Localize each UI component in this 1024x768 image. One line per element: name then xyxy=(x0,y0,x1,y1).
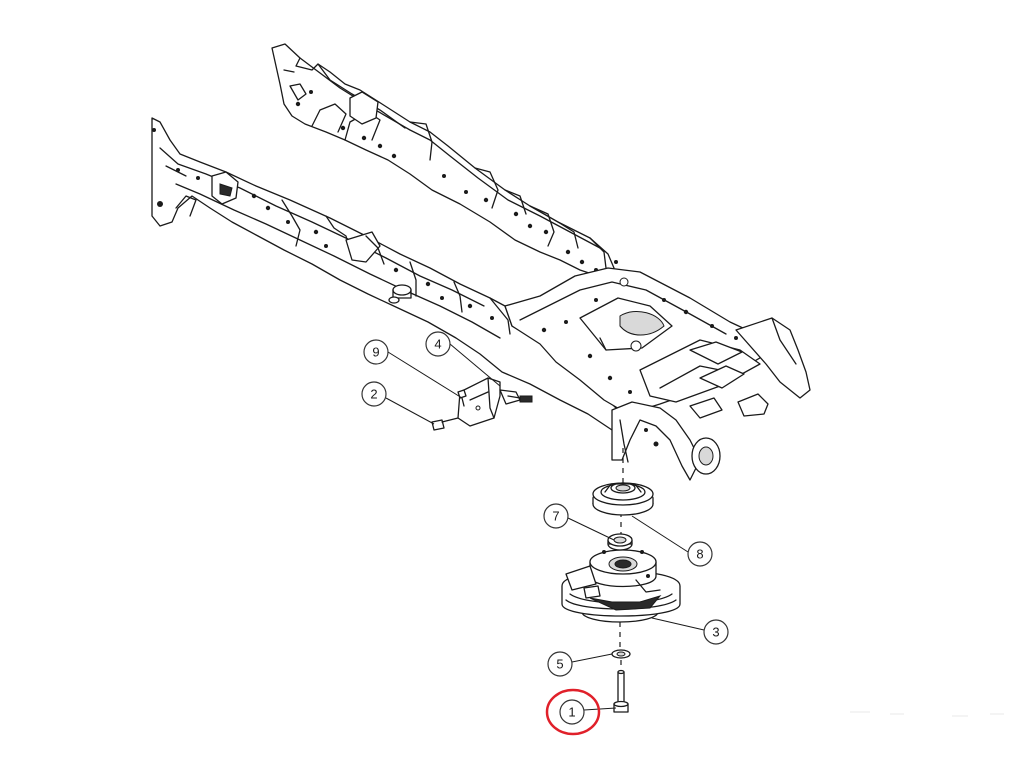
part-1-bolt xyxy=(613,669,629,713)
frame-left-rail xyxy=(151,117,621,431)
callout-4[interactable]: 4 xyxy=(425,331,451,357)
svg-text:5: 5 xyxy=(556,657,563,672)
svg-text:4: 4 xyxy=(434,337,441,352)
svg-text:9: 9 xyxy=(372,345,379,360)
part-2-bolt xyxy=(431,417,459,431)
callout-5[interactable]: 5 xyxy=(547,651,573,677)
callout-leaders xyxy=(385,343,705,711)
svg-text:2: 2 xyxy=(370,387,377,402)
part-7-spacer xyxy=(607,533,633,551)
part-5-washer xyxy=(611,649,631,659)
scan-artifacts xyxy=(850,711,1004,717)
part-8-pulley xyxy=(592,482,654,516)
callout-3[interactable]: 3 xyxy=(703,619,729,645)
frame-right-rail xyxy=(271,43,618,279)
part-4-bracket xyxy=(457,377,533,427)
callout-8[interactable]: 8 xyxy=(687,541,713,567)
svg-text:7: 7 xyxy=(552,509,559,524)
part-3-clutch xyxy=(561,549,681,623)
svg-text:1: 1 xyxy=(568,705,575,720)
callout-7[interactable]: 7 xyxy=(543,503,569,529)
highlight-circle xyxy=(545,688,601,736)
callout-2[interactable]: 2 xyxy=(361,381,387,407)
frame-cross-plate xyxy=(504,267,811,481)
callout-9[interactable]: 9 xyxy=(363,339,389,365)
callout-1[interactable]: 1 xyxy=(559,699,585,725)
svg-text:8: 8 xyxy=(696,547,703,562)
svg-text:3: 3 xyxy=(712,625,719,640)
